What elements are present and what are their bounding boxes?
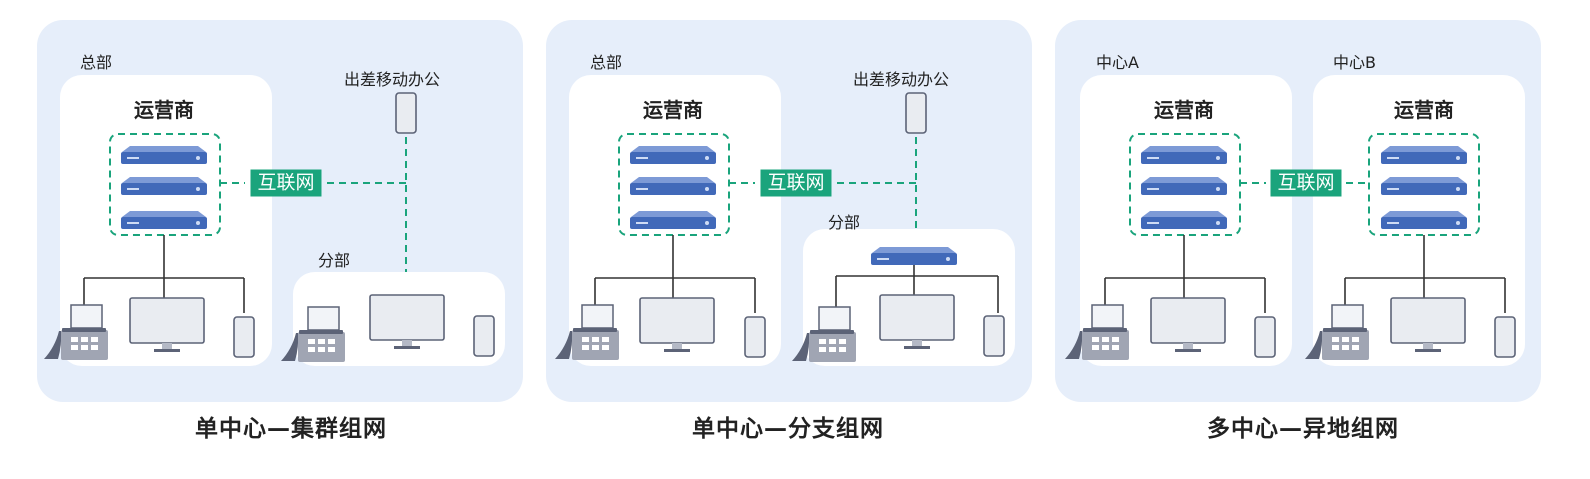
mobile-office-label: 出差移动办公	[344, 70, 441, 89]
mobile-device-icon	[744, 316, 766, 358]
server-cluster-group	[109, 133, 221, 236]
lan-lines	[83, 235, 245, 313]
mobile-device-icon	[395, 92, 417, 134]
server-icon	[1141, 177, 1227, 195]
server-icon	[121, 146, 207, 164]
branch-label: 分部	[828, 213, 861, 232]
monitor-icon	[879, 294, 955, 350]
server-icon	[1381, 146, 1467, 164]
lan-lines	[835, 265, 999, 313]
desk-phone-icon	[791, 306, 857, 363]
desk-phone-icon	[280, 306, 346, 363]
operator-label: 运营商	[643, 98, 703, 122]
caption-multi-center: 多中心—异地组网	[1207, 416, 1399, 442]
desk-phone-icon	[1064, 304, 1130, 361]
server-cluster-group	[1129, 133, 1241, 236]
dashed-link	[729, 137, 917, 228]
branch-label: 分部	[318, 251, 351, 270]
internet-label: 互联网	[250, 169, 322, 197]
lan-lines	[1104, 235, 1266, 313]
hq-label: 总部	[80, 53, 113, 72]
server-cluster-group	[1368, 133, 1480, 236]
server-icon	[1141, 211, 1227, 229]
dashed-link	[220, 137, 407, 272]
operator-label: 运营商	[134, 98, 194, 122]
server-icon	[1141, 146, 1227, 164]
mobile-device-icon	[473, 315, 495, 357]
monitor-icon	[1390, 297, 1466, 353]
desk-phone-icon	[1304, 304, 1370, 361]
server-cluster-group	[618, 133, 730, 236]
mobile-office-label: 出差移动办公	[853, 70, 950, 89]
server-icon	[630, 177, 716, 195]
mobile-device-icon	[1494, 316, 1516, 358]
internet-label: 互联网	[1270, 169, 1342, 197]
server-icon	[1381, 177, 1467, 195]
operator-b-label: 运营商	[1394, 98, 1454, 122]
server-icon	[1381, 211, 1467, 229]
caption-branch: 单中心—分支组网	[692, 416, 884, 442]
center-a-label: 中心A	[1096, 53, 1139, 72]
monitor-icon	[369, 294, 445, 350]
server-icon	[630, 146, 716, 164]
mobile-device-icon	[233, 316, 255, 358]
internet-label: 互联网	[760, 169, 832, 197]
operator-a-label: 运营商	[1154, 98, 1214, 122]
caption-cluster: 单中心—集群组网	[195, 416, 387, 442]
lan-lines	[594, 235, 756, 313]
monitor-icon	[1150, 297, 1226, 353]
mobile-device-icon	[983, 315, 1005, 357]
hq-label: 总部	[590, 53, 623, 72]
desk-phone-icon	[554, 304, 620, 361]
monitor-icon	[639, 297, 715, 353]
mobile-device-icon	[905, 92, 927, 134]
monitor-icon	[129, 297, 205, 353]
center-b-label: 中心B	[1333, 53, 1376, 72]
lan-lines	[1344, 235, 1506, 313]
desk-phone-icon	[43, 304, 109, 361]
server-icon	[121, 211, 207, 229]
server-icon	[121, 177, 207, 195]
server-icon	[630, 211, 716, 229]
mobile-device-icon	[1254, 316, 1276, 358]
server-icon	[871, 247, 957, 265]
